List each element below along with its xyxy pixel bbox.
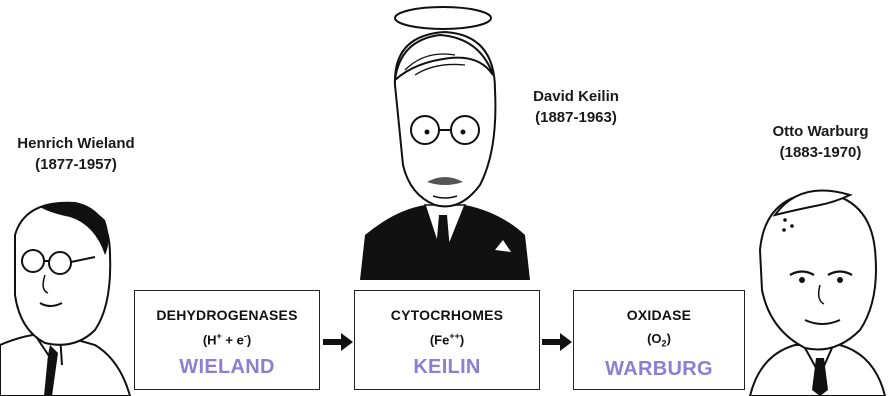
box-title: CYTOCRHOMES bbox=[390, 307, 504, 323]
wieland-name: Henrich Wieland bbox=[17, 135, 135, 152]
warburg-portrait bbox=[748, 189, 887, 396]
wieland-portrait bbox=[0, 201, 132, 396]
keilin-name: David Keilin bbox=[533, 88, 619, 105]
box-formula: (Fe++) bbox=[429, 331, 465, 348]
cytochromes-box: CYTOCRHOMES (Fe++) KEILIN bbox=[354, 290, 540, 390]
arrow-right-icon bbox=[542, 333, 572, 351]
keilin-years: (1887-1963) bbox=[535, 109, 617, 126]
dehydrogenases-box: DEHYDROGENASES (H+ + e-) WIELAND bbox=[134, 290, 320, 390]
warburg-name: Otto Warburg bbox=[772, 123, 869, 140]
box-formula: (H+ + e-) bbox=[202, 331, 252, 348]
box-scientist-name: WIELAND bbox=[179, 356, 275, 379]
box-scientist-name: KEILIN bbox=[413, 356, 481, 379]
box-title: DEHYDROGENASES bbox=[156, 307, 298, 323]
box-title: OXIDASE bbox=[626, 307, 692, 323]
keilin-portrait bbox=[360, 6, 530, 280]
box-scientist-name: WARBURG bbox=[605, 357, 713, 380]
warburg-years: (1883-1970) bbox=[779, 144, 862, 161]
wieland-caption: Henrich Wieland (1877-1957) bbox=[0, 133, 152, 175]
warburg-caption: Otto Warburg (1883-1970) bbox=[752, 121, 889, 163]
wieland-years: (1877-1957) bbox=[35, 156, 117, 173]
oxidase-box: OXIDASE (O2) WARBURG bbox=[573, 290, 745, 390]
arrow-right-icon bbox=[323, 333, 353, 351]
box-formula: (O2) bbox=[647, 331, 671, 349]
keilin-caption: David Keilin (1887-1963) bbox=[520, 86, 632, 128]
